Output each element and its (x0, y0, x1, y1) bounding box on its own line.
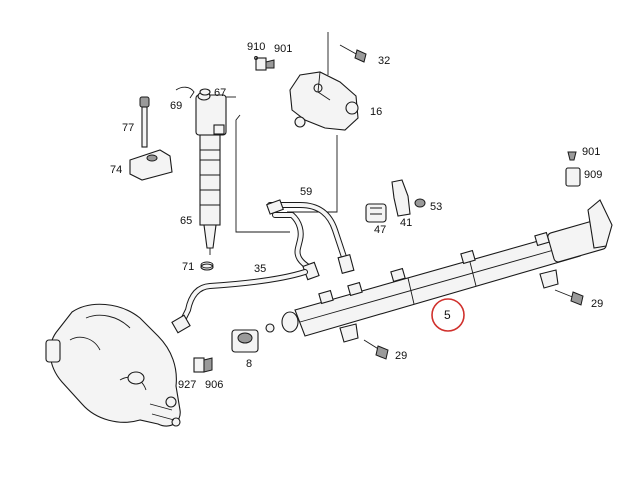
label-74: 74 (110, 164, 122, 176)
label-47: 47 (374, 224, 386, 236)
injector (195, 91, 227, 255)
part-labels: 910 901 32 67 69 77 16 74 59 901 909 53 … (110, 41, 603, 391)
label-69: 69 (170, 100, 182, 112)
bolt-77 (139, 96, 150, 148)
label-59: 59 (300, 186, 312, 198)
fuel-rail (265, 199, 613, 343)
bolts-29 (363, 289, 584, 360)
pressure-sensor (193, 329, 259, 373)
label-927: 927 (178, 379, 196, 391)
label-41: 41 (400, 217, 412, 229)
pipe-35 (171, 269, 308, 334)
connector-910-901 (254, 56, 275, 71)
label-32: 32 (378, 55, 390, 67)
bracket-16 (289, 71, 359, 131)
label-8: 8 (246, 358, 252, 370)
high-pressure-pump (45, 303, 181, 427)
seal-71 (200, 261, 214, 271)
injector-line-59 (266, 199, 355, 281)
label-35: 35 (254, 263, 266, 275)
washer-parts (175, 86, 211, 99)
bolt-32 (339, 44, 367, 63)
label-16: 16 (370, 106, 382, 118)
leader-lines (226, 32, 338, 233)
label-71: 71 (182, 261, 194, 273)
label-77: 77 (122, 122, 134, 134)
label-29-right: 29 (591, 298, 603, 310)
connector-909-901 (565, 151, 581, 187)
label-909: 909 (584, 169, 602, 181)
label-5: 5 (444, 308, 451, 322)
label-65: 65 (180, 215, 192, 227)
label-901-right: 901 (582, 146, 600, 158)
label-29-bottom: 29 (395, 350, 407, 362)
parts-47-41-53 (365, 179, 426, 223)
clamp-74 (129, 149, 173, 181)
highlight-circle (431, 298, 465, 332)
label-910: 910 (247, 41, 265, 53)
label-901-top: 901 (274, 43, 292, 55)
label-67: 67 (214, 87, 226, 99)
label-53: 53 (430, 201, 442, 213)
label-906: 906 (205, 379, 223, 391)
